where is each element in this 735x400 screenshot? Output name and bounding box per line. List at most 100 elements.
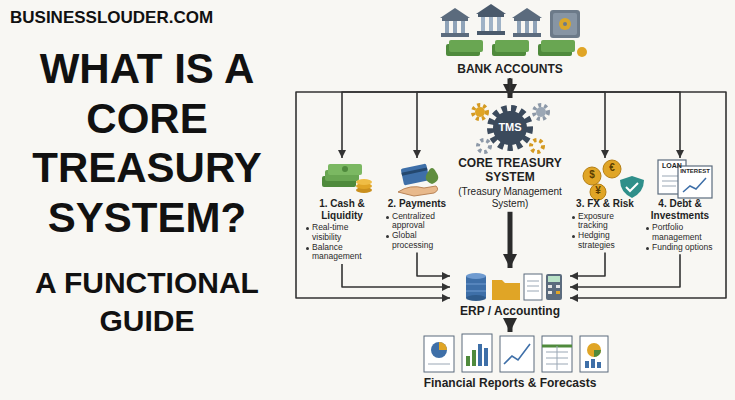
node-label: ERP / Accounting	[451, 304, 569, 318]
report-icons-part	[462, 334, 492, 372]
flow-arrow	[508, 320, 513, 332]
erp-icons-part	[466, 273, 486, 279]
erp-icons-part	[466, 291, 486, 292]
bank-icons-part	[550, 10, 580, 38]
gear-icon-part	[531, 140, 543, 152]
bank-icons-part	[563, 22, 567, 26]
bullet-item: Portfolio management	[645, 223, 715, 243]
flow-arrow	[342, 78, 510, 158]
report-icons-part	[466, 356, 470, 366]
bullet-item: Funding options	[645, 243, 715, 253]
node-label: BANK ACCOUNTS	[426, 62, 594, 76]
bank-icons-part	[449, 40, 483, 52]
erp-icons	[466, 273, 562, 301]
module-heading: 1. Cash & Liquidity	[305, 198, 379, 221]
debt-icon-part	[683, 178, 706, 192]
module-heading: 2. Payments	[385, 198, 449, 210]
report-icons-part	[500, 336, 534, 372]
payments-icon	[398, 163, 438, 196]
icon-part	[533, 21, 537, 33]
erp-icons-part	[546, 274, 562, 300]
flow-arrow	[508, 212, 513, 268]
fx-icon	[583, 160, 644, 200]
flow-arrow	[510, 78, 605, 158]
node-label: Financial Reports & Forecasts	[411, 376, 609, 390]
icon-part	[517, 21, 521, 33]
icon-part	[512, 8, 542, 18]
report-icons-part	[431, 342, 447, 358]
bullet-item: Hedging strategies	[571, 231, 639, 251]
report-icons-part	[439, 342, 447, 350]
module-heading: 4. Debt & Investments	[645, 198, 715, 221]
cash-icon-part	[342, 166, 348, 172]
debt-icon-part	[662, 186, 676, 187]
document-label: INTEREST	[679, 168, 711, 175]
fx-icon-part	[620, 176, 644, 198]
bank-icons-part	[541, 40, 575, 52]
cash-icon-part	[328, 164, 362, 175]
report-icons-part	[424, 336, 454, 372]
report-icons-part	[484, 348, 488, 366]
report-icons-part	[472, 350, 476, 366]
bank-icons-part	[553, 13, 577, 35]
fx-icon-part	[603, 160, 621, 178]
bank-icons-part	[559, 18, 571, 30]
gear-icon	[473, 105, 548, 152]
bullet-item: Centralized approval	[385, 212, 449, 232]
erp-icons-part	[527, 281, 539, 282]
fx-icon-part	[590, 184, 606, 200]
subtitle: A FUNCTIONAL GUIDE	[8, 264, 286, 339]
payments-icon-part	[401, 167, 427, 175]
icon-part	[478, 14, 504, 17]
report-icons-part	[557, 346, 558, 370]
flow-arrow	[417, 78, 510, 158]
cash-icon-part	[356, 179, 372, 185]
module-block: 4. Debt & InvestmentsPortfolio managemen…	[644, 158, 716, 254]
site-name: BUSINESSLOUDER.COM	[10, 8, 270, 28]
icon-part	[441, 33, 469, 37]
payments-icon-part	[426, 168, 439, 184]
erp-icons-part	[556, 285, 560, 288]
erp-icons-part	[466, 276, 486, 298]
icon-part	[481, 17, 485, 31]
erp-icons-part	[556, 291, 560, 294]
report-icons-part	[587, 343, 601, 357]
icon-part	[440, 8, 470, 18]
erp-icons-part	[492, 280, 520, 300]
bank-icons	[440, 4, 587, 57]
icon-part	[489, 17, 493, 31]
report-icons-part	[585, 361, 589, 368]
flow-arrow	[570, 253, 605, 276]
debt-icon-part	[678, 166, 712, 198]
icon-part	[497, 17, 501, 31]
module-heading: 3. FX & Risk	[571, 198, 639, 210]
icon-part	[513, 33, 541, 37]
fx-icon-part	[583, 167, 601, 185]
flow-arrow	[510, 78, 680, 158]
icon-part	[525, 21, 529, 33]
icon-part	[445, 21, 449, 33]
bank-icons-part	[495, 40, 529, 52]
icon-part	[514, 18, 540, 21]
gear-icon-part	[536, 107, 546, 117]
erp-block: ERP / Accounting	[450, 268, 570, 320]
icon-part	[453, 21, 457, 33]
bullet-item: Real-time visibility	[305, 223, 379, 243]
bullet-item: Global processing	[385, 231, 449, 251]
report-icons-part	[542, 336, 572, 372]
erp-icons-part	[527, 291, 539, 292]
bullet-item: Balance management	[305, 243, 379, 263]
gear-icon-part	[491, 109, 529, 147]
gear-icon-part	[475, 107, 485, 117]
core-system: CORE TREASURY SYSTEM(Treasury Management…	[454, 98, 566, 212]
bank-icons-part	[577, 47, 587, 57]
report-icons-part	[594, 350, 601, 357]
module-block: 2. PaymentsCentralized approvalGlobal pr…	[384, 158, 450, 253]
icon-part	[476, 4, 506, 14]
report-icons-part	[591, 359, 595, 368]
currency-symbol: $	[585, 169, 599, 181]
erp-icons-part	[548, 291, 552, 294]
erp-icons-part	[466, 295, 486, 301]
erp-icons-part	[548, 285, 552, 288]
